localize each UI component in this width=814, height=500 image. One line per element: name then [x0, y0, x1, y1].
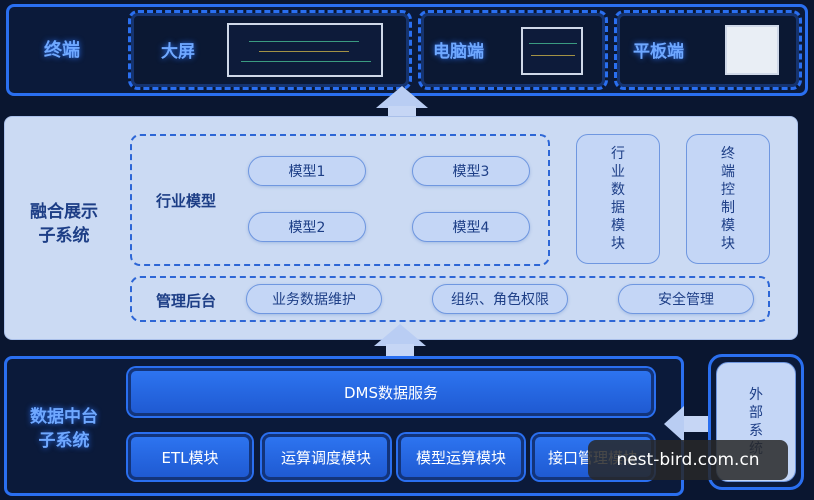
fusion-title: 融合展示 子系统 — [30, 202, 98, 246]
model-2-button[interactable]: 模型2 — [248, 212, 366, 242]
terminal-control-module[interactable]: 终端控制模块 — [686, 134, 770, 264]
terminal-label: 终端 — [44, 40, 80, 61]
tablet-thumbnail — [725, 25, 779, 75]
arrow-up-icon — [376, 86, 428, 108]
industry-data-module[interactable]: 行业数据模块 — [576, 134, 660, 264]
industry-model-label: 行业模型 — [156, 192, 217, 210]
industry-model-group — [130, 134, 550, 266]
watermark: nest-bird.com.cn — [588, 440, 788, 480]
dashboard-thumbnail — [227, 23, 383, 77]
data-middle-platform-label: 数据中台 子系统 — [30, 407, 98, 451]
large-screen-card[interactable]: 大屏 — [128, 10, 412, 90]
org-role-permission-button[interactable]: 组织、角色权限 — [432, 284, 568, 314]
arrow-up-icon-2 — [374, 324, 426, 346]
arrow-left-shaft — [684, 416, 710, 432]
tablet-card[interactable]: 平板端 — [614, 10, 802, 90]
dms-data-service[interactable]: DMS数据服务 — [128, 368, 654, 416]
business-data-maintenance-button[interactable]: 业务数据维护 — [246, 284, 382, 314]
arrow-left-icon — [664, 406, 684, 442]
model-4-button[interactable]: 模型4 — [412, 212, 530, 242]
pc-card[interactable]: 电脑端 — [418, 10, 608, 90]
tablet-label: 平板端 — [633, 42, 684, 62]
etl-module[interactable]: ETL模块 — [128, 434, 252, 480]
scheduling-module[interactable]: 运算调度模块 — [262, 434, 390, 480]
security-management-button[interactable]: 安全管理 — [618, 284, 754, 314]
admin-backend-label: 管理后台 — [156, 292, 217, 310]
admin-backend-group — [130, 276, 770, 322]
model-3-button[interactable]: 模型3 — [412, 156, 530, 186]
pc-thumbnail — [521, 27, 583, 75]
pc-label: 电脑端 — [433, 42, 484, 62]
large-screen-label: 大屏 — [161, 42, 195, 62]
model-compute-module[interactable]: 模型运算模块 — [398, 434, 524, 480]
model-1-button[interactable]: 模型1 — [248, 156, 366, 186]
